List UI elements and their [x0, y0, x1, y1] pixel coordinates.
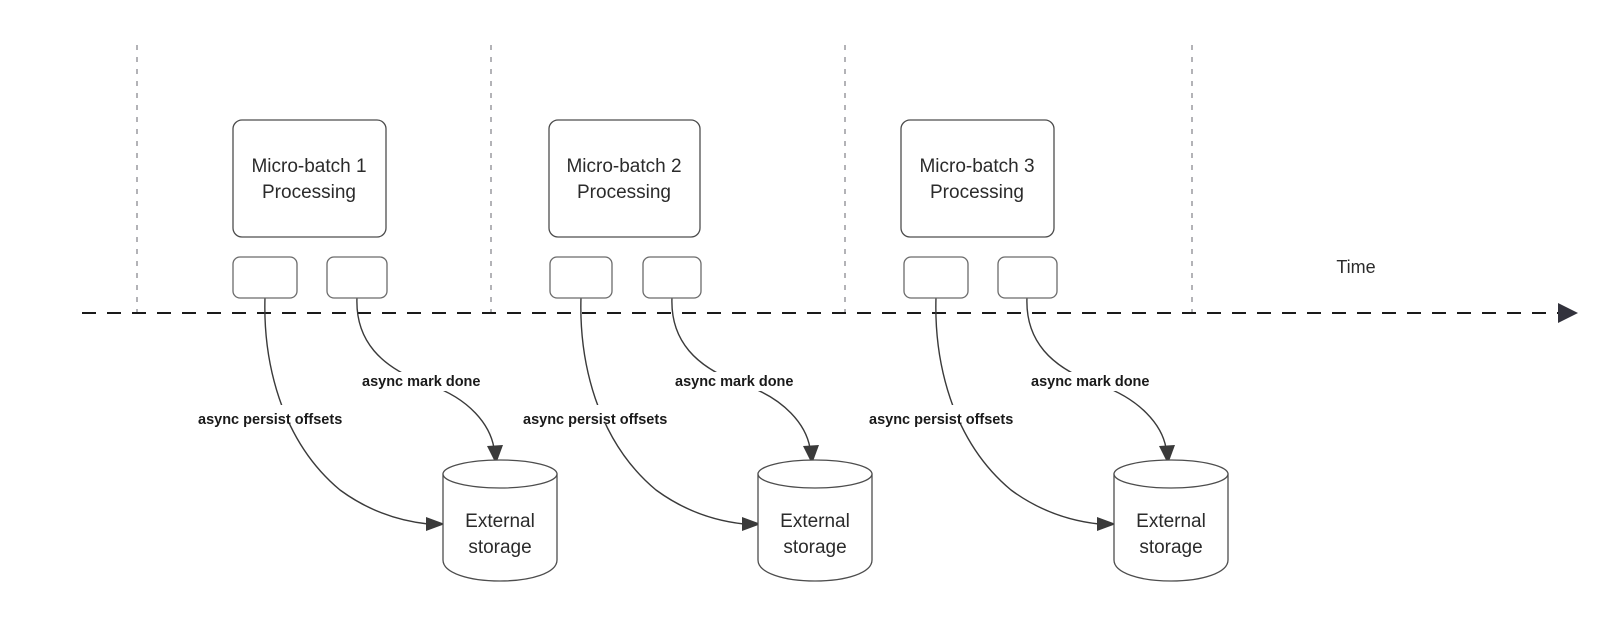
group-2-label-persist-offsets: async persist offsets [521, 405, 699, 428]
external-storage-body[interactable] [757, 473, 873, 582]
external-storage-body[interactable] [1113, 473, 1229, 582]
label-backdrop-mark-done [1029, 372, 1171, 391]
group-1-microbatch-box[interactable]: Micro-batch 1 Processing [232, 119, 387, 238]
microbatch-box-rect[interactable] [548, 119, 701, 238]
external-storage-label-line2: storage [1139, 537, 1202, 558]
label-backdrop-mark-done [360, 372, 500, 391]
microbatch-box-label-line2: Processing [577, 182, 671, 203]
group-2-task-box-left[interactable] [549, 256, 613, 299]
external-storage-label-line2: storage [468, 537, 531, 558]
external-storage-label-line1: External [465, 511, 535, 532]
edge-label-persist-offsets: async persist offsets [523, 412, 667, 428]
group-1-label-mark-done: async mark done [360, 372, 500, 391]
group-3-task-box-right[interactable] [997, 256, 1058, 299]
group-1-label-persist-offsets: async persist offsets [196, 405, 374, 428]
group-1: Micro-batch 1 Processing async mark done… [196, 119, 558, 582]
time-axis-arrowhead [1558, 303, 1578, 323]
group-3-label-mark-done: async mark done [1029, 372, 1171, 391]
edge-label-persist-offsets: async persist offsets [869, 412, 1013, 428]
edge-arrowhead-persist-offsets [426, 517, 445, 531]
label-backdrop-persist-offsets [196, 405, 374, 424]
group-3-microbatch-box[interactable]: Micro-batch 3 Processing [900, 119, 1055, 238]
external-storage-top[interactable] [1113, 459, 1229, 489]
microbatch-box-rect[interactable] [900, 119, 1055, 238]
group-2-external-storage[interactable]: External storage [757, 459, 873, 582]
edge-label-persist-offsets: async persist offsets [198, 412, 342, 428]
label-backdrop-mark-done [673, 372, 815, 391]
external-storage-label-line2: storage [783, 537, 846, 558]
group-3-label-persist-offsets: async persist offsets [867, 405, 1045, 428]
edge-arrowhead-mark-done [1159, 445, 1175, 464]
edge-arrowhead-persist-offsets [1097, 517, 1116, 531]
microbatch-box-label-line1: Micro-batch 3 [919, 156, 1034, 177]
microbatch-box-label-line2: Processing [262, 182, 356, 203]
group-2-task-box-right[interactable] [642, 256, 702, 299]
microbatch-box-label-line1: Micro-batch 2 [566, 156, 681, 177]
group-2-microbatch-box[interactable]: Micro-batch 2 Processing [548, 119, 701, 238]
group-1-task-box-right[interactable] [326, 256, 388, 299]
external-storage-body[interactable] [442, 473, 558, 582]
time-axis: Time [82, 257, 1578, 323]
edge-label-mark-done: async mark done [362, 374, 480, 390]
external-storage-label-line1: External [1136, 511, 1206, 532]
edge-path-persist-offsets [264, 296, 429, 525]
external-storage-label-line1: External [780, 511, 850, 532]
edge-label-mark-done: async mark done [675, 374, 793, 390]
group-2-label-mark-done: async mark done [673, 372, 815, 391]
group-3: Micro-batch 3 Processing async mark done… [867, 119, 1229, 582]
edge-arrowhead-persist-offsets [742, 517, 761, 531]
group-3-external-storage[interactable]: External storage [1113, 459, 1229, 582]
group-1-task-box-left[interactable] [232, 256, 298, 299]
microbatch-box-rect[interactable] [232, 119, 387, 238]
microbatch-box-label-line2: Processing [930, 182, 1024, 203]
label-backdrop-persist-offsets [867, 405, 1045, 424]
edge-arrowhead-mark-done [803, 445, 819, 464]
external-storage-top[interactable] [757, 459, 873, 489]
group-3-edge-persist-offsets [935, 296, 1116, 531]
label-backdrop-persist-offsets [521, 405, 699, 424]
group-3-task-box-left[interactable] [903, 256, 969, 299]
edge-path-persist-offsets [935, 296, 1100, 525]
edge-label-mark-done: async mark done [1031, 374, 1149, 390]
edge-path-persist-offsets [580, 296, 745, 525]
time-axis-label: Time [1336, 257, 1375, 277]
external-storage-top[interactable] [442, 459, 558, 489]
group-2: Micro-batch 2 Processing async mark done… [521, 119, 873, 582]
boundary-tick-group [136, 45, 1193, 316]
group-2-edge-persist-offsets [580, 296, 761, 531]
edge-arrowhead-mark-done [487, 445, 503, 464]
group-1-edge-persist-offsets [264, 296, 445, 531]
microbatch-box-label-line1: Micro-batch 1 [251, 156, 366, 177]
group-1-external-storage[interactable]: External storage [442, 459, 558, 582]
